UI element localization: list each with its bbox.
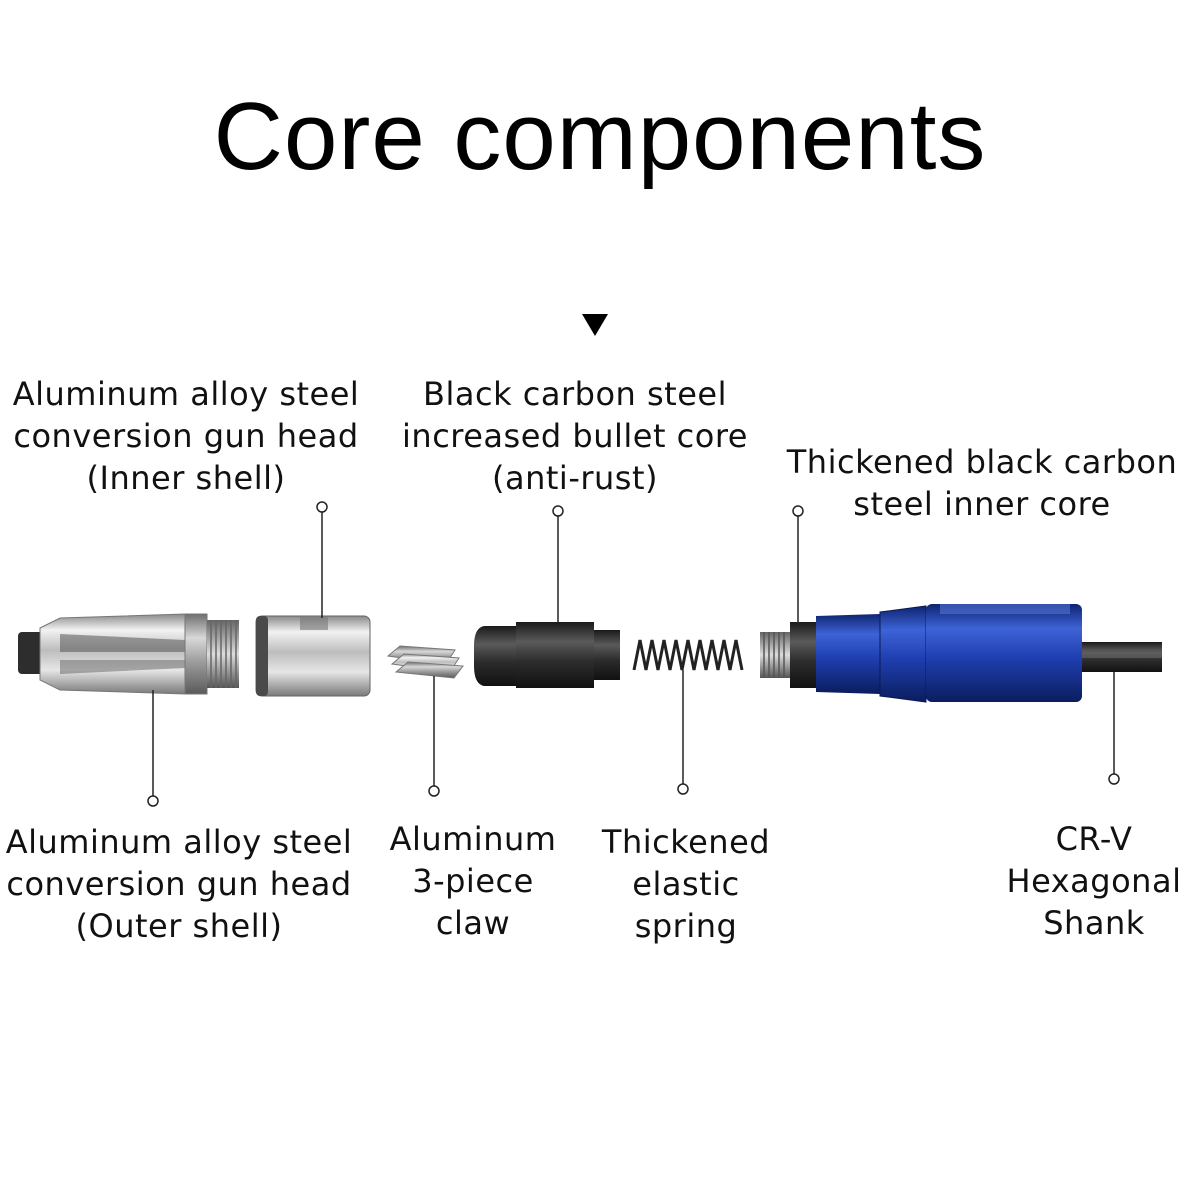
bullet-core-part: [474, 622, 620, 688]
label-line: conversion gun head: [13, 417, 359, 455]
label-line: Thickened black carbon: [786, 443, 1178, 481]
leader-end-circle: [1108, 773, 1120, 785]
page-title: Core components: [213, 83, 987, 190]
spring-part: [632, 639, 744, 671]
down-arrow-icon: [582, 314, 608, 336]
leader-end-circle: [147, 795, 159, 807]
label-line: elastic: [632, 865, 740, 903]
label-line: Aluminum alloy steel: [12, 375, 360, 413]
label-line: Shank: [1043, 904, 1145, 942]
label-spring: Thickened elastic spring: [596, 821, 776, 947]
label-line: CR-V: [1055, 820, 1133, 858]
label-bullet-core: Black carbon steel increased bullet core…: [398, 373, 752, 499]
inner-shell-part: [255, 615, 371, 697]
label-line: Hexagonal: [1006, 862, 1182, 900]
label-line: Aluminum alloy steel: [5, 823, 353, 861]
leader-end-circle: [677, 783, 689, 795]
label-outer-shell: Aluminum alloy steel conversion gun head…: [4, 821, 354, 947]
label-line: 3-piece: [412, 862, 534, 900]
label-line: claw: [435, 904, 511, 942]
inner-core-part: [760, 622, 816, 688]
label-line: Aluminum: [389, 820, 557, 858]
leader-end-circle: [428, 785, 440, 797]
label-shank: CR-V Hexagonal Shank: [1002, 818, 1186, 944]
outer-shell-part: [18, 613, 239, 695]
claw-part: [386, 645, 464, 679]
label-line: increased bullet core: [402, 417, 748, 455]
label-line: conversion gun head: [6, 865, 352, 903]
label-line: Thickened: [601, 823, 771, 861]
label-line: Black carbon steel: [423, 375, 727, 413]
label-line: steel inner core: [853, 485, 1111, 523]
label-line: (anti-rust): [492, 459, 658, 497]
label-line: spring: [634, 907, 738, 945]
leader-end-circle: [316, 501, 328, 513]
leader-lines: [147, 501, 1120, 807]
hex-shank-part: [1082, 642, 1162, 672]
leader-end-circle: [792, 505, 804, 517]
blue-body-part: [816, 604, 1082, 703]
label-inner-core: Thickened black carbon steel inner core: [784, 441, 1180, 525]
label-inner-shell: Aluminum alloy steel conversion gun head…: [8, 373, 364, 499]
label-line: (Outer shell): [75, 907, 283, 945]
leader-end-circle: [552, 505, 564, 517]
label-claw: Aluminum 3-piece claw: [384, 818, 562, 944]
label-line: (Inner shell): [86, 459, 286, 497]
